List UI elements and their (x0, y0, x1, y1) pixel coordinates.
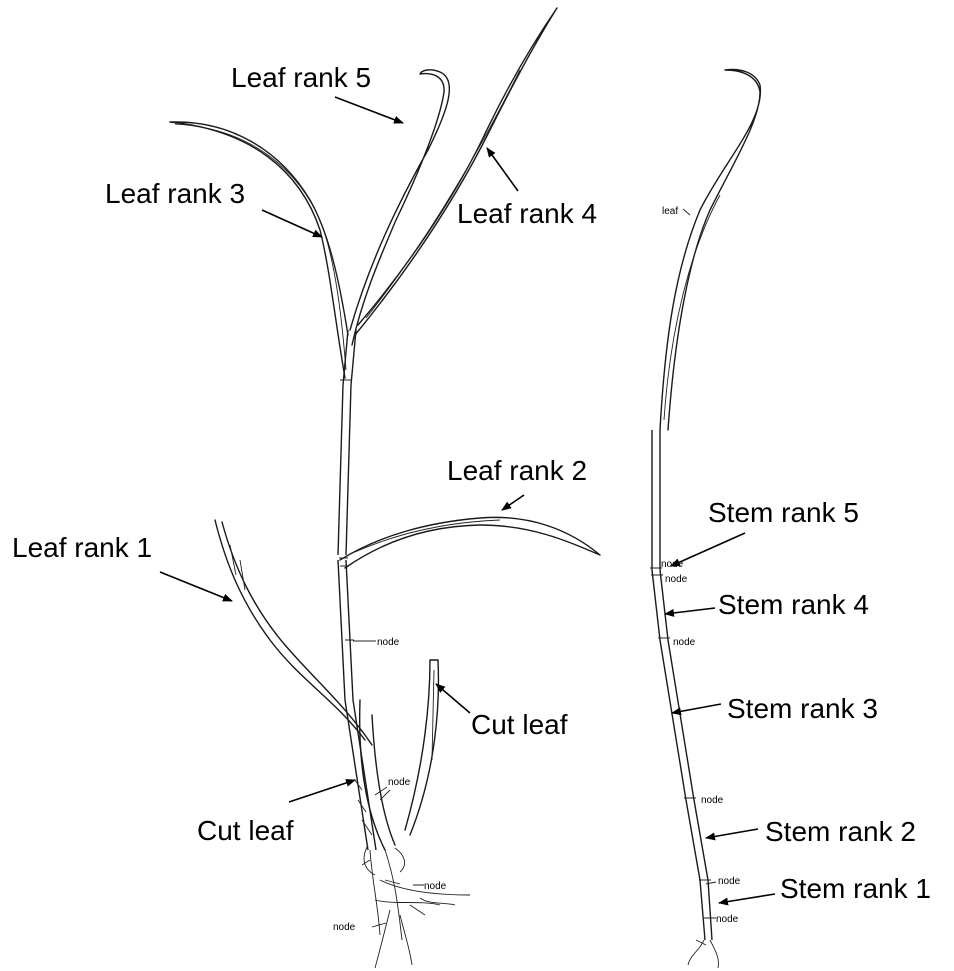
label-right-node-4: node (701, 795, 724, 806)
arrow-leaf-rank-4 (487, 148, 518, 191)
label-right-node-2: node (665, 574, 688, 585)
label-stem-rank-1: Stem rank 1 (780, 873, 931, 904)
label-stem-rank-2: Stem rank 2 (765, 816, 916, 847)
arrow-stem-rank-2 (706, 829, 758, 838)
label-leaf-rank-4: Leaf rank 4 (457, 198, 597, 229)
label-stem-rank-4: Stem rank 4 (718, 589, 869, 620)
left-main-stem (338, 385, 376, 850)
arrow-cut-leaf-right (436, 684, 470, 713)
arrow-leaf-rank-2 (502, 495, 524, 510)
leaf-rank-3-shape (170, 122, 348, 378)
label-right-node-1: node (661, 559, 684, 570)
right-roots (688, 940, 718, 968)
label-stem-rank-5: Stem rank 5 (708, 497, 859, 528)
arrow-cut-leaf-left (289, 780, 355, 802)
label-leaf-rank-2: Leaf rank 2 (447, 455, 587, 486)
label-right-node-3: node (673, 637, 696, 648)
arrow-stem-rank-1 (719, 894, 775, 903)
label-node-lower: node (424, 881, 447, 892)
label-right-leaf: leaf (662, 206, 678, 217)
leaf-rank-5-shape (350, 70, 449, 345)
label-right-node-6: node (716, 914, 739, 925)
right-leaf-shape (660, 70, 760, 430)
label-cut-leaf-right: Cut leaf (471, 709, 568, 740)
left-roots (362, 845, 470, 968)
label-cut-leaf-left: Cut leaf (197, 815, 294, 846)
label-node-upper: node (377, 637, 400, 648)
arrow-leaf-rank-1 (160, 572, 232, 601)
label-leaf-rank-5: Leaf rank 5 (231, 62, 371, 93)
leaf-rank-1-shape (215, 520, 372, 745)
arrow-leaf-rank-5 (335, 97, 403, 123)
label-leaf-rank-3: Leaf rank 3 (105, 178, 245, 209)
label-node-middle: node (388, 777, 411, 788)
arrow-leaf-rank-3 (262, 210, 322, 237)
label-right-node-5: node (718, 876, 741, 887)
label-node-bottom: node (333, 922, 356, 933)
leaf-rank-4-shape (355, 8, 557, 335)
label-stem-rank-3: Stem rank 3 (727, 693, 878, 724)
label-leaf-rank-1: Leaf rank 1 (12, 532, 152, 563)
right-stem (652, 430, 712, 940)
arrow-stem-rank-4 (665, 608, 715, 614)
